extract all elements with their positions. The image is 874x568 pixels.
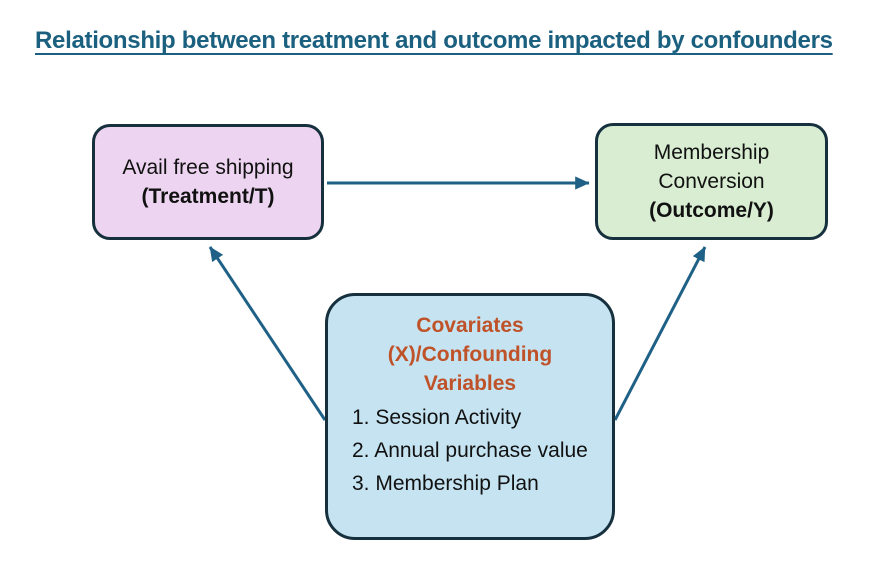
treatment-sublabel: (Treatment/T)	[141, 185, 275, 208]
treatment-node: Avail free shipping (Treatment/T)	[92, 124, 324, 240]
confounders-heading: Covariates (X)/Confounding Variables	[388, 311, 552, 398]
confounders-list-item: 2. Annual purchase value	[352, 439, 588, 462]
confounders-list-item: 3. Membership Plan	[352, 472, 539, 495]
confounders-list-item: 1. Session Activity	[352, 406, 522, 429]
confounders-heading-line: Variables	[423, 372, 517, 395]
diagram-title: Relationship between treatment and outco…	[35, 27, 833, 54]
outcome-label: Membership Conversion	[653, 141, 770, 193]
outcome-sublabel: (Outcome/Y)	[649, 199, 774, 222]
confounders-list: 1. Session Activity 2. Annual purchase v…	[328, 398, 612, 500]
confounders-node: Covariates (X)/Confounding Variables 1. …	[325, 293, 615, 540]
edge-confounders-to-outcome	[613, 246, 707, 421]
confounders-heading-line: Covariates	[416, 314, 524, 337]
treatment-label: Avail free shipping	[122, 156, 294, 179]
confounders-heading-line: (X)/Confounding	[387, 343, 553, 366]
edge-confounders-to-treatment	[208, 246, 327, 421]
outcome-node: Membership Conversion (Outcome/Y)	[595, 123, 828, 240]
